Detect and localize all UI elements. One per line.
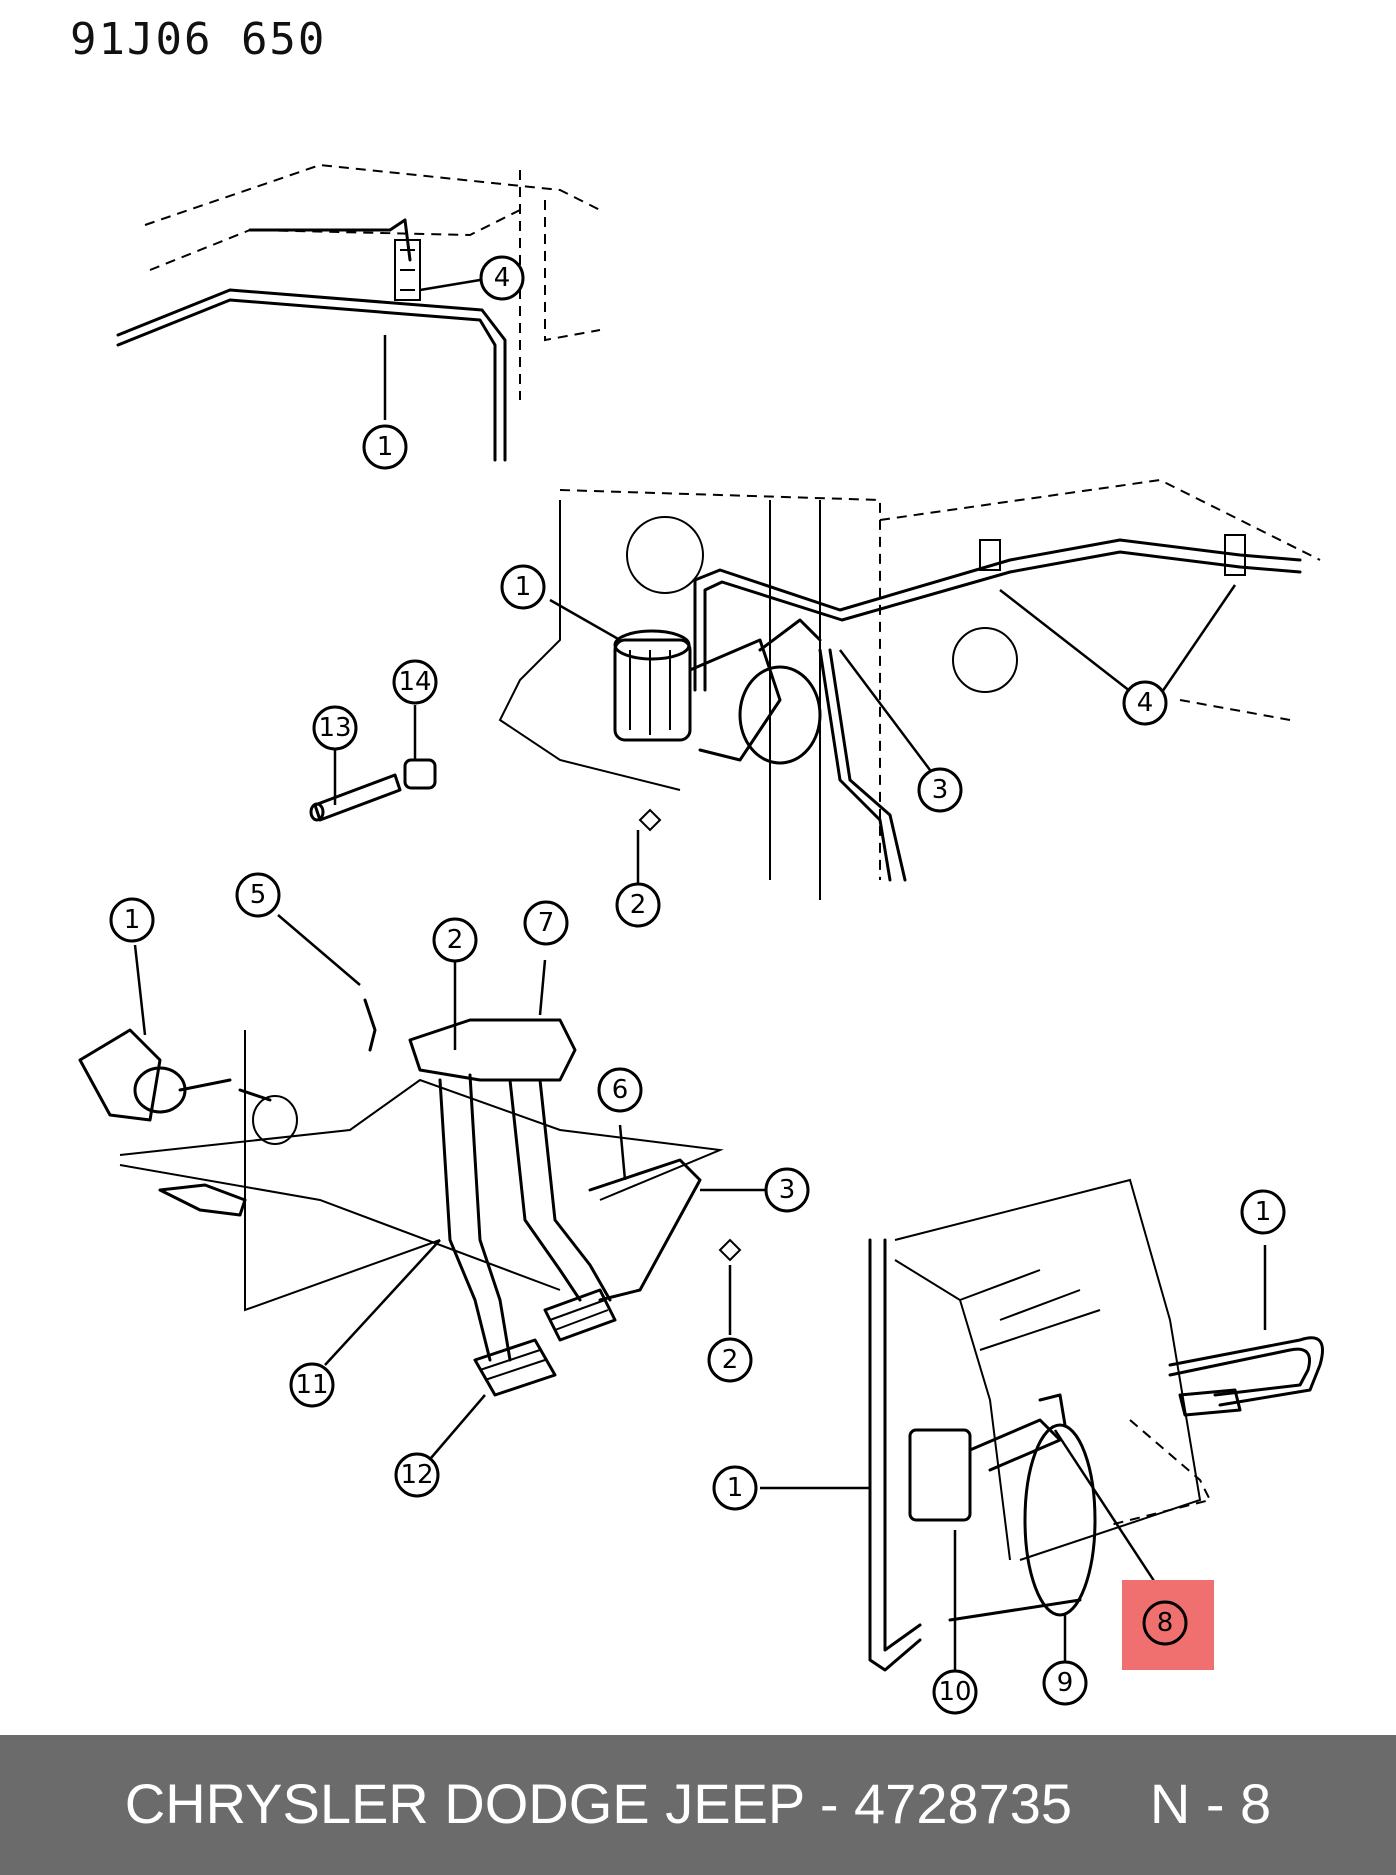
footer-text: CHRYSLER DODGE JEEP - 4728735 N - 8 [124,1772,1272,1835]
callout-5: 5 [235,872,281,918]
parts-diagram: 1 4 1 14 13 1 4 3 2 5 1 2 7 6 3 2 11 12 … [78,163,1324,1715]
svg-text:1: 1 [1255,1197,1272,1227]
callout-7: 7 [523,900,569,946]
svg-text:1: 1 [124,905,141,935]
callout-4-mid: 4 [1122,680,1168,726]
svg-text:7: 7 [538,908,555,938]
callout-1-rightlower: 1 [1240,1189,1286,1235]
callout-13: 13 [312,705,358,751]
svg-text:3: 3 [779,1175,796,1205]
svg-text:1: 1 [515,572,532,602]
svg-text:2: 2 [447,925,464,955]
callout-2-lower: 2 [707,1337,753,1383]
pedal-assembly [78,914,765,1466]
callout-10: 10 [932,1669,978,1715]
svg-text:6: 6 [612,1075,629,1105]
svg-text:9: 9 [1057,1668,1074,1698]
pin-and-bushing [309,705,437,822]
callout-3-mid: 3 [917,767,963,813]
svg-text:1: 1 [727,1473,744,1503]
callout-8: 8 [1142,1600,1188,1646]
callout-11: 11 [289,1362,335,1408]
callout-1-mid: 1 [500,564,546,610]
transmission-assembly [760,1178,1324,1672]
svg-text:10: 10 [938,1677,971,1707]
footer-bar: CHRYSLER DODGE JEEP - 4728735 N - 8 [0,1735,1396,1875]
master-cylinder-assembly [498,478,1321,900]
callout-1-top: 1 [362,424,408,470]
svg-text:1: 1 [377,432,394,462]
svg-text:5: 5 [250,880,267,910]
callout-14: 14 [392,659,438,705]
svg-text:4: 4 [1137,688,1154,718]
callout-6: 6 [597,1067,643,1113]
callout-4-top: 4 [479,255,525,301]
callout-9: 9 [1042,1660,1088,1706]
callout-12: 12 [394,1452,440,1498]
svg-text:3: 3 [932,775,949,805]
callout-1-trans: 1 [712,1465,758,1511]
top-assembly [116,163,601,462]
callout-1-pedal: 1 [109,897,155,943]
callout-2-bracket: 2 [432,917,478,963]
svg-text:13: 13 [318,713,351,743]
svg-text:4: 4 [494,263,511,293]
callout-2-mid: 2 [615,882,661,928]
diagram-code: 91J06 650 [70,14,327,65]
callout-3-lower: 3 [764,1167,810,1213]
svg-text:8: 8 [1157,1608,1174,1638]
svg-text:11: 11 [295,1370,328,1400]
svg-text:2: 2 [722,1345,739,1375]
svg-text:14: 14 [398,667,431,697]
callouts: 1 4 1 14 13 1 4 3 2 5 1 2 7 6 3 2 11 12 … [109,255,1286,1715]
svg-text:2: 2 [630,890,647,920]
svg-text:12: 12 [400,1460,433,1490]
highlight-box [1122,1580,1214,1670]
